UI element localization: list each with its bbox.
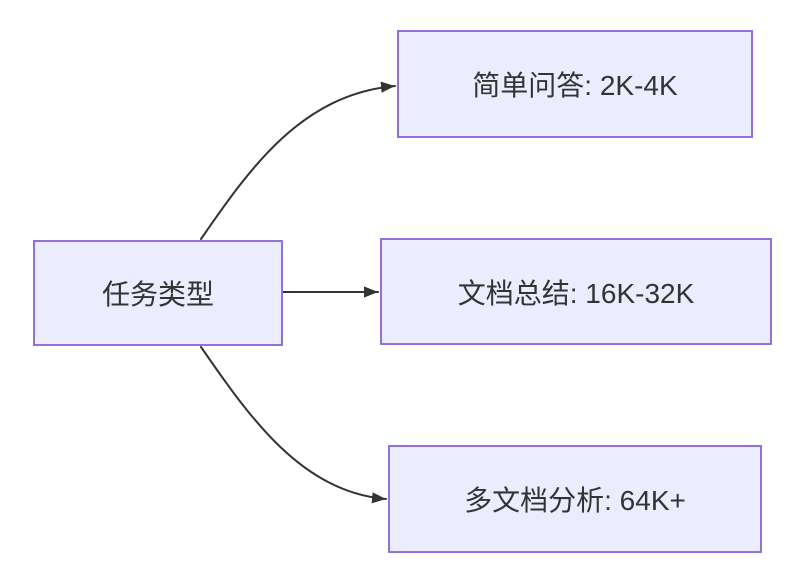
node-task-type-label: 任务类型 bbox=[101, 279, 214, 310]
node-simple-qa-label: 简单问答: 2K-4K bbox=[472, 70, 678, 101]
node-multi-doc: 多文档分析: 64K+ bbox=[388, 445, 762, 553]
node-simple-qa: 简单问答: 2K-4K bbox=[397, 30, 753, 138]
edge-task-type-to-multi-doc bbox=[200, 346, 387, 504]
node-multi-doc-label: 多文档分析: 64K+ bbox=[464, 485, 686, 516]
node-doc-summary-label: 文档总结: 16K-32K bbox=[457, 277, 695, 309]
edge-task-type-to-simple-qa bbox=[200, 81, 396, 240]
node-task-type: 任务类型 bbox=[33, 240, 283, 346]
node-doc-summary: 文档总结: 16K-32K bbox=[380, 238, 772, 345]
